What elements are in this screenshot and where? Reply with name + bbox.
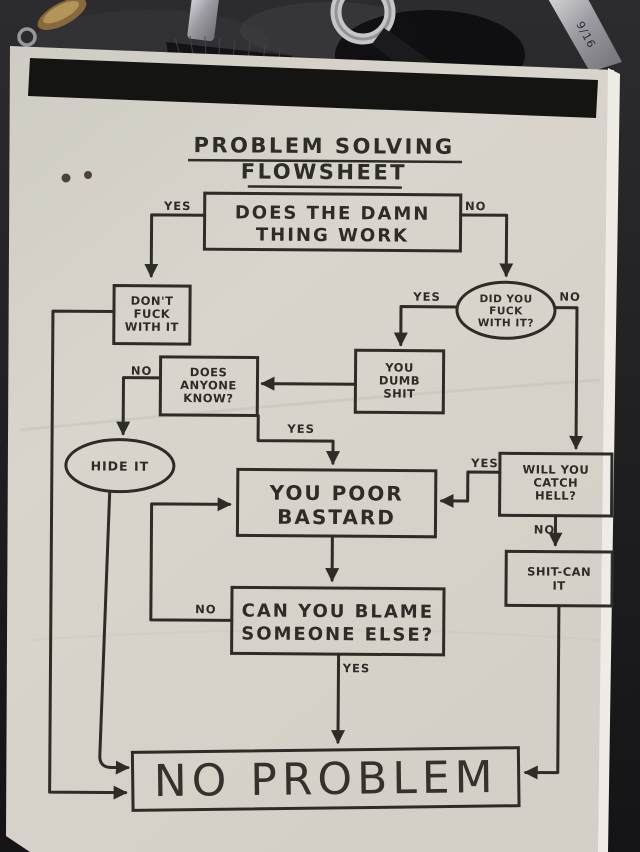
edge-blame-yes-to-noproblem — [331, 652, 346, 745]
node-shit-can-it: SHIT-CAN IT — [504, 549, 614, 608]
node-box — [353, 348, 446, 415]
node-text: YOU — [384, 360, 414, 374]
paper-edge-highlight — [598, 68, 620, 852]
node-text: BASTARD — [277, 505, 396, 530]
title-line-2: FLOWSHEET — [241, 159, 407, 184]
wrench-shaft — [548, 0, 622, 72]
node-does-the-damn-thing-work: DOES THE DAMN THING WORK — [202, 191, 463, 253]
label-yes: YES — [412, 290, 441, 304]
edge-shitcan-to-noproblem — [523, 604, 561, 780]
node-text: HELL? — [535, 489, 576, 503]
node-text: CAN YOU BLAME — [242, 600, 435, 622]
node-text: WITH IT — [125, 320, 179, 334]
node-text: HIDE IT — [91, 458, 150, 473]
node-box — [202, 191, 463, 253]
node-text: CATCH — [533, 475, 578, 489]
label-no: NO — [131, 364, 153, 378]
edge-did-no-to-catch — [553, 306, 584, 450]
edge-did-yes-to-dumb — [393, 305, 459, 347]
node-oval — [455, 280, 557, 340]
node-text: THING WORK — [256, 225, 409, 247]
node-text: DON'T — [131, 294, 174, 308]
node-text: WITH IT? — [478, 317, 534, 329]
node-text: IT — [552, 579, 565, 593]
node-text: DID YOU — [479, 293, 532, 305]
label-no: NO — [465, 199, 487, 213]
title-underline — [247, 185, 402, 189]
label-no: NO — [534, 522, 556, 536]
washer-ring-icon — [17, 27, 37, 47]
node-box — [498, 451, 614, 518]
node-box — [230, 585, 446, 657]
node-can-you-blame-someone-else: CAN YOU BLAME SOMEONE ELSE? — [230, 585, 446, 657]
label-yes: YES — [470, 456, 499, 470]
combination-wrench: 9/16 — [548, 0, 622, 72]
paper-crease — [29, 629, 601, 641]
label-yes: YES — [163, 199, 192, 213]
node-text: DUMB — [379, 373, 420, 387]
edge-know-yes-to-poor — [256, 414, 340, 466]
node-did-you-fuck-with-it: DID YOU FUCK WITH IT? — [455, 280, 557, 340]
edge-dont-to-noproblem — [48, 309, 128, 800]
node-text: YOU POOR — [269, 481, 404, 506]
brush-handle — [187, 0, 220, 42]
node-will-you-catch-hell: WILL YOU CATCH HELL? — [498, 451, 614, 518]
node-text: FUCK — [134, 307, 171, 321]
node-you-poor-bastard: YOU POOR BASTARD — [235, 467, 438, 539]
flowsheet-title: PROBLEM SOLVING FLOWSHEET — [188, 133, 463, 189]
node-box — [130, 746, 521, 812]
label-no: NO — [559, 290, 581, 304]
node-text: KNOW? — [183, 391, 233, 405]
node-you-dumb-shit: YOU DUMB SHIT — [353, 348, 446, 415]
node-oval — [64, 438, 176, 494]
node-text: SOMEONE ELSE? — [241, 623, 434, 645]
node-box — [112, 284, 192, 346]
edge-labels: YES NO YES NO NO YES YES NO NO YES — [131, 199, 581, 675]
node-box — [158, 355, 260, 418]
node-text: SHIT — [383, 386, 415, 400]
paper-sheet — [6, 46, 620, 852]
title-underline — [188, 158, 463, 164]
brass-fitting — [37, 0, 87, 30]
flow-edges — [48, 213, 584, 800]
node-text: FUCK — [489, 305, 523, 317]
node-box — [504, 549, 614, 608]
node-text: WILL YOU — [522, 462, 589, 476]
label-no: NO — [195, 602, 217, 616]
label-yes: YES — [286, 422, 315, 436]
node-text: SHIT-CAN — [527, 564, 591, 578]
edge-know-no-to-hide — [116, 376, 162, 436]
node-text: DOES — [190, 365, 228, 379]
edge-blame-no-to-poor — [149, 497, 234, 622]
node-dont-fuck-with-it: DON'T FUCK WITH IT — [112, 284, 192, 346]
node-text: NO PROBLEM — [154, 752, 498, 807]
edge-hide-to-noproblem — [98, 490, 130, 775]
header-band — [28, 58, 598, 118]
title-line-1: PROBLEM SOLVING — [193, 133, 454, 159]
ink-dot — [84, 171, 92, 179]
node-does-anyone-know: DOES ANYONE KNOW? — [158, 355, 260, 418]
paper — [6, 46, 614, 852]
node-box — [235, 467, 438, 539]
ink-dot — [61, 173, 71, 183]
node-text: DOES THE DAMN — [235, 202, 431, 224]
edge-catch-yes-to-poor — [439, 470, 502, 508]
edge-work-yes-to-dont — [144, 213, 207, 278]
paper-crease — [19, 378, 601, 432]
node-no-problem: NO PROBLEM — [130, 746, 521, 812]
flowchart: PROBLEM SOLVING FLOWSHEET YES N — [48, 133, 614, 812]
edge-dumb-to-know — [260, 376, 357, 391]
node-hide-it: HIDE IT — [64, 438, 176, 494]
edge-work-no-to-did — [459, 213, 514, 278]
label-yes: YES — [342, 661, 371, 675]
node-text: ANYONE — [180, 378, 237, 392]
